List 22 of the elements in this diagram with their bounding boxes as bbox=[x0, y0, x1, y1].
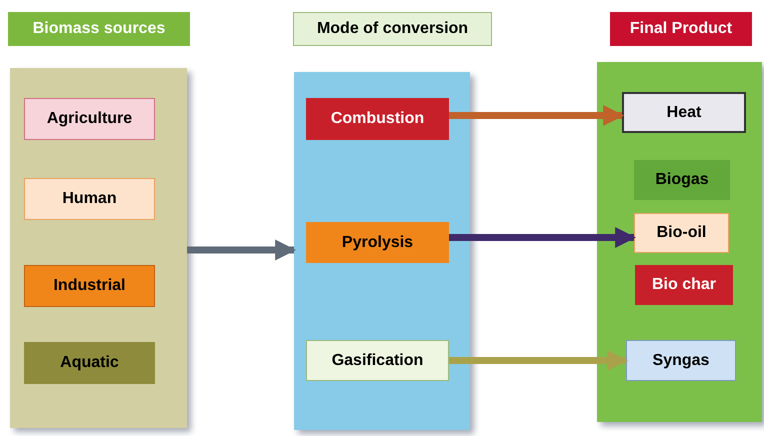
product-box: Heat bbox=[622, 92, 746, 133]
product-box: Bio char bbox=[635, 265, 733, 305]
arrow bbox=[449, 227, 636, 248]
header-label: Biomass sources bbox=[8, 12, 190, 46]
product-box: Biogas bbox=[634, 160, 730, 200]
process-box: Gasification bbox=[306, 340, 449, 381]
category-box: Aquatic bbox=[24, 342, 155, 384]
arrow bbox=[449, 105, 624, 126]
header-label: Mode of conversion bbox=[293, 12, 492, 46]
category-box: Industrial bbox=[24, 265, 155, 307]
panel bbox=[294, 72, 470, 430]
category-box: Agriculture bbox=[24, 98, 155, 140]
arrow bbox=[187, 240, 296, 260]
arrow bbox=[449, 350, 628, 371]
panel bbox=[597, 62, 762, 422]
category-box: Human bbox=[24, 178, 155, 220]
product-box: Bio-oil bbox=[634, 213, 729, 253]
panel bbox=[10, 68, 187, 428]
process-box: Combustion bbox=[306, 98, 449, 140]
product-box: Syngas bbox=[626, 340, 736, 381]
process-box: Pyrolysis bbox=[306, 222, 449, 263]
header-label: Final Product bbox=[610, 12, 752, 46]
